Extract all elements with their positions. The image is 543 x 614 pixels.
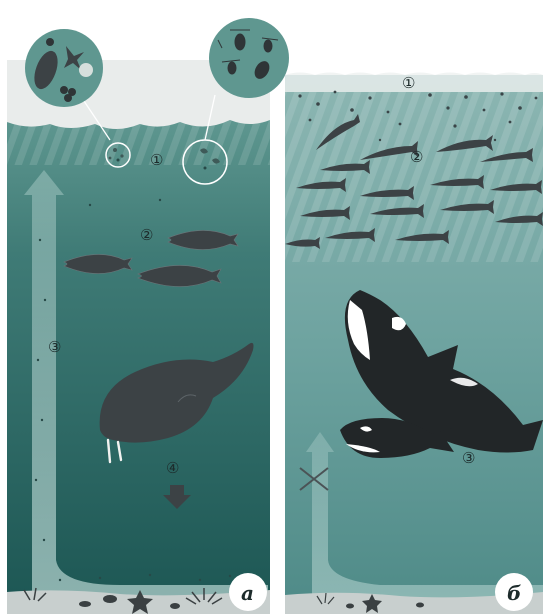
marker-a-1: ① bbox=[150, 151, 163, 169]
panel-a-tag: а bbox=[241, 581, 254, 605]
panel-b-tag: б bbox=[507, 581, 521, 605]
marker-b-2: ② bbox=[410, 148, 423, 166]
marker-a-2: ② bbox=[140, 226, 153, 244]
marker-b-3: ③ bbox=[462, 449, 475, 467]
panel-b: ① ② ③ б bbox=[285, 73, 543, 614]
panel-a: ① ② ③ ④ а bbox=[7, 18, 289, 614]
shell-icon bbox=[103, 595, 117, 603]
panel-a-ice-shadow bbox=[7, 120, 270, 165]
marker-a-4: ④ bbox=[166, 459, 179, 477]
marker-a-3: ③ bbox=[48, 338, 61, 356]
marker-b-1: ① bbox=[402, 74, 415, 92]
